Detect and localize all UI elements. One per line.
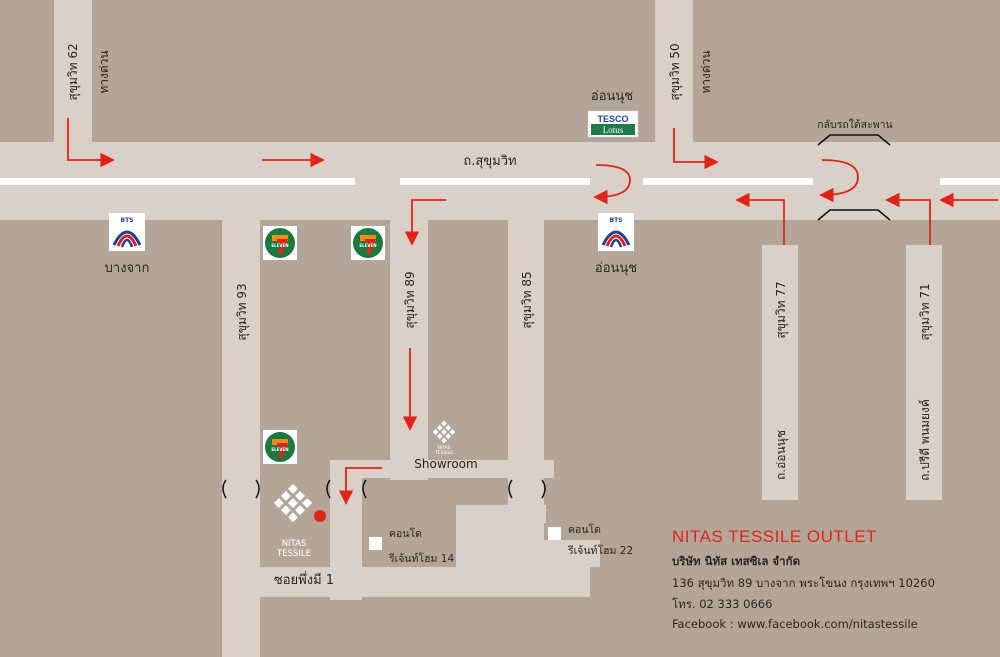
label-pridi-road: ถ.ปรีดี พนมยงค์	[918, 399, 932, 481]
road-soi-50	[655, 0, 693, 142]
label-condo1-b: รีเจ้นท์โฮม 14	[389, 552, 455, 565]
facebook-link[interactable]: Facebook : www.facebook.com/nitastessile	[672, 617, 918, 631]
svg-text:ELEVEN: ELEVEN	[271, 243, 288, 248]
label-condo2-b: รีเจ้นท์โฮม 22	[568, 544, 634, 557]
condo-marker-icon	[369, 537, 382, 550]
overpass	[817, 134, 891, 221]
road-soi-71	[906, 245, 942, 500]
road-condo14-top	[456, 505, 546, 523]
address: 136 สุขุมวิท 89 บางจาก พระโขนง กรุงเทพฯ …	[672, 576, 935, 590]
label-soi-77: สุขุมวิท 77	[774, 281, 789, 338]
label-bts-onnut: อ่อนนุช	[595, 261, 637, 276]
label-soi-93: สุขุมวิท 93	[235, 283, 250, 340]
condo-marker-icon	[548, 527, 561, 540]
company-name: บริษัท นิทัส เทสซิเล จำกัด	[672, 554, 801, 568]
svg-text:TESCO: TESCO	[597, 114, 628, 124]
median-lines	[0, 178, 1000, 185]
label-uturn: กลับรถใต้สะพาน	[817, 118, 892, 131]
label-bts-bangchak: บางจาก	[105, 261, 150, 276]
label-soi-89: สุขุมวิท 89	[403, 271, 418, 328]
road-soi-62	[54, 0, 92, 142]
road-soi-85	[508, 220, 544, 540]
label-tang-duan-right: ทางด่วน	[699, 50, 713, 93]
seven-eleven-icon: ELEVEN	[351, 226, 385, 260]
road-condo22	[480, 540, 600, 567]
svg-text:BTS: BTS	[610, 217, 623, 224]
label-soi-phuengmee: ซอยพึ่งมี 1	[274, 571, 334, 588]
nitas-tessile-logo: NITAS TESSILE	[273, 483, 313, 559]
label-onnut-road: ถ.อ่อนนุช	[774, 430, 789, 480]
svg-text:TESSILE: TESSILE	[276, 549, 311, 559]
svg-text:TESSILE: TESSILE	[434, 450, 453, 456]
svg-text:BTS: BTS	[121, 217, 134, 224]
outlet-title: NITAS TESSILE OUTLET	[672, 527, 877, 546]
seven-eleven-icon: ELEVEN	[263, 430, 297, 464]
road-soi-89	[390, 220, 428, 480]
label-condo2-a: คอนโด	[568, 523, 601, 536]
road-soi-phuengmee	[222, 567, 590, 597]
svg-text:ELEVEN: ELEVEN	[359, 243, 376, 248]
direction-arrows	[67, 118, 998, 505]
label-onnut-top: อ่อนนุช	[591, 89, 633, 104]
bts-icon: BTS	[598, 213, 634, 251]
lane-brackets	[222, 479, 546, 499]
label-condo1-a: คอนโด	[389, 527, 422, 540]
label-tang-duan-left: ทางด่วน	[97, 50, 111, 93]
label-showroom: Showroom	[414, 457, 477, 471]
road-soi-77	[762, 245, 798, 500]
svg-text:Lotus: Lotus	[603, 125, 624, 135]
bts-icon: BTS	[109, 213, 145, 251]
map-labels: ถ.สุขุมวิท อ่อนนุช กลับรถใต้สะพาน บางจาก…	[66, 43, 933, 588]
label-soi-62: สุขุมวิท 62	[66, 43, 81, 100]
phone: โทร. 02 333 0666	[672, 597, 773, 611]
label-road-sukhumvit: ถ.สุขุมวิท	[463, 154, 516, 169]
svg-text:NITAS: NITAS	[437, 445, 450, 451]
seven-eleven-icon: ELEVEN	[263, 226, 297, 260]
label-soi-85: สุขุมวิท 85	[520, 271, 535, 328]
location-dot-icon	[314, 510, 326, 522]
road-showroom-lane	[330, 460, 554, 478]
tesco-lotus-logo: TESCO Lotus	[587, 110, 639, 138]
label-soi-71: สุขุมวิท 71	[918, 283, 933, 340]
svg-text:NITAS: NITAS	[282, 539, 307, 549]
svg-text:ELEVEN: ELEVEN	[271, 447, 288, 452]
label-soi-50: สุขุมวิท 50	[668, 43, 683, 100]
